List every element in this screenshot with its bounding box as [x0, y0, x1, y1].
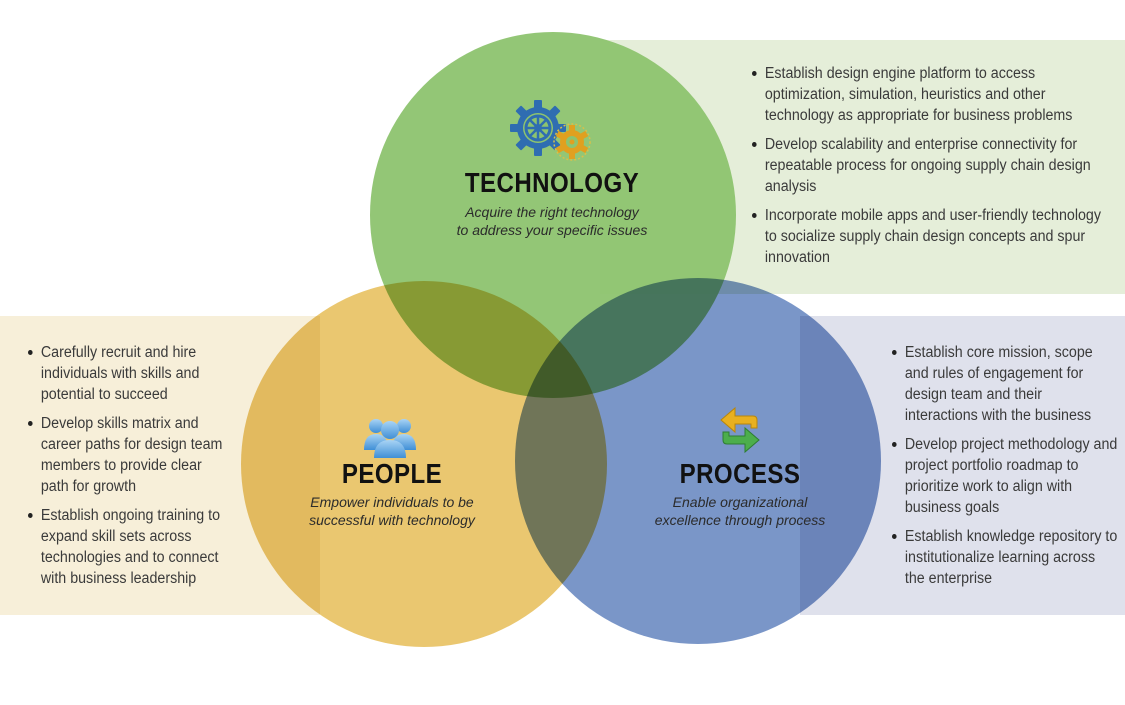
process-bullet-list: Establish core mission, scope and rules … — [892, 342, 1117, 597]
refresh-arrows-icon — [717, 404, 763, 456]
list-item: Establish design engine platform to acce… — [752, 63, 1102, 126]
technology-subtitle: Acquire the right technology to address … — [402, 203, 702, 239]
list-item: Develop skills matrix and career paths f… — [28, 413, 232, 497]
list-item: Develop scalability and enterprise conne… — [752, 134, 1102, 197]
list-item: Establish ongoing training to expand ski… — [28, 505, 232, 589]
list-item: Incorporate mobile apps and user-friendl… — [752, 205, 1102, 268]
process-circle — [515, 278, 881, 644]
people-circle — [241, 281, 607, 647]
list-item: Establish knowledge repository to instit… — [892, 526, 1117, 589]
list-item: Carefully recruit and hire individuals w… — [28, 342, 232, 405]
process-title: PROCESS — [679, 458, 801, 489]
technology-subtitle-line: to address your specific issues — [456, 222, 648, 238]
list-item: Establish core mission, scope and rules … — [892, 342, 1117, 426]
list-item: Develop project methodology and project … — [892, 434, 1117, 518]
technology-subtitle-line: Acquire the right technology — [465, 204, 639, 220]
process-subtitle: Enable organizational excellence through… — [590, 493, 890, 529]
people-subtitle-line: Empower individuals to be — [310, 494, 474, 510]
technology-bullet-list: Establish design engine platform to acce… — [752, 63, 1102, 276]
people-subtitle: Empower individuals to be successful wit… — [242, 493, 542, 529]
process-subtitle-line: excellence through process — [654, 512, 826, 528]
process-subtitle-line: Enable organizational — [672, 494, 808, 510]
gears-icon — [510, 98, 594, 164]
people-title: PEOPLE — [341, 458, 443, 489]
people-group-icon — [362, 412, 418, 460]
people-bullet-list: Carefully recruit and hire individuals w… — [28, 342, 232, 597]
people-subtitle-line: successful with technology — [309, 512, 475, 528]
technology-title: TECHNOLOGY — [464, 167, 640, 198]
